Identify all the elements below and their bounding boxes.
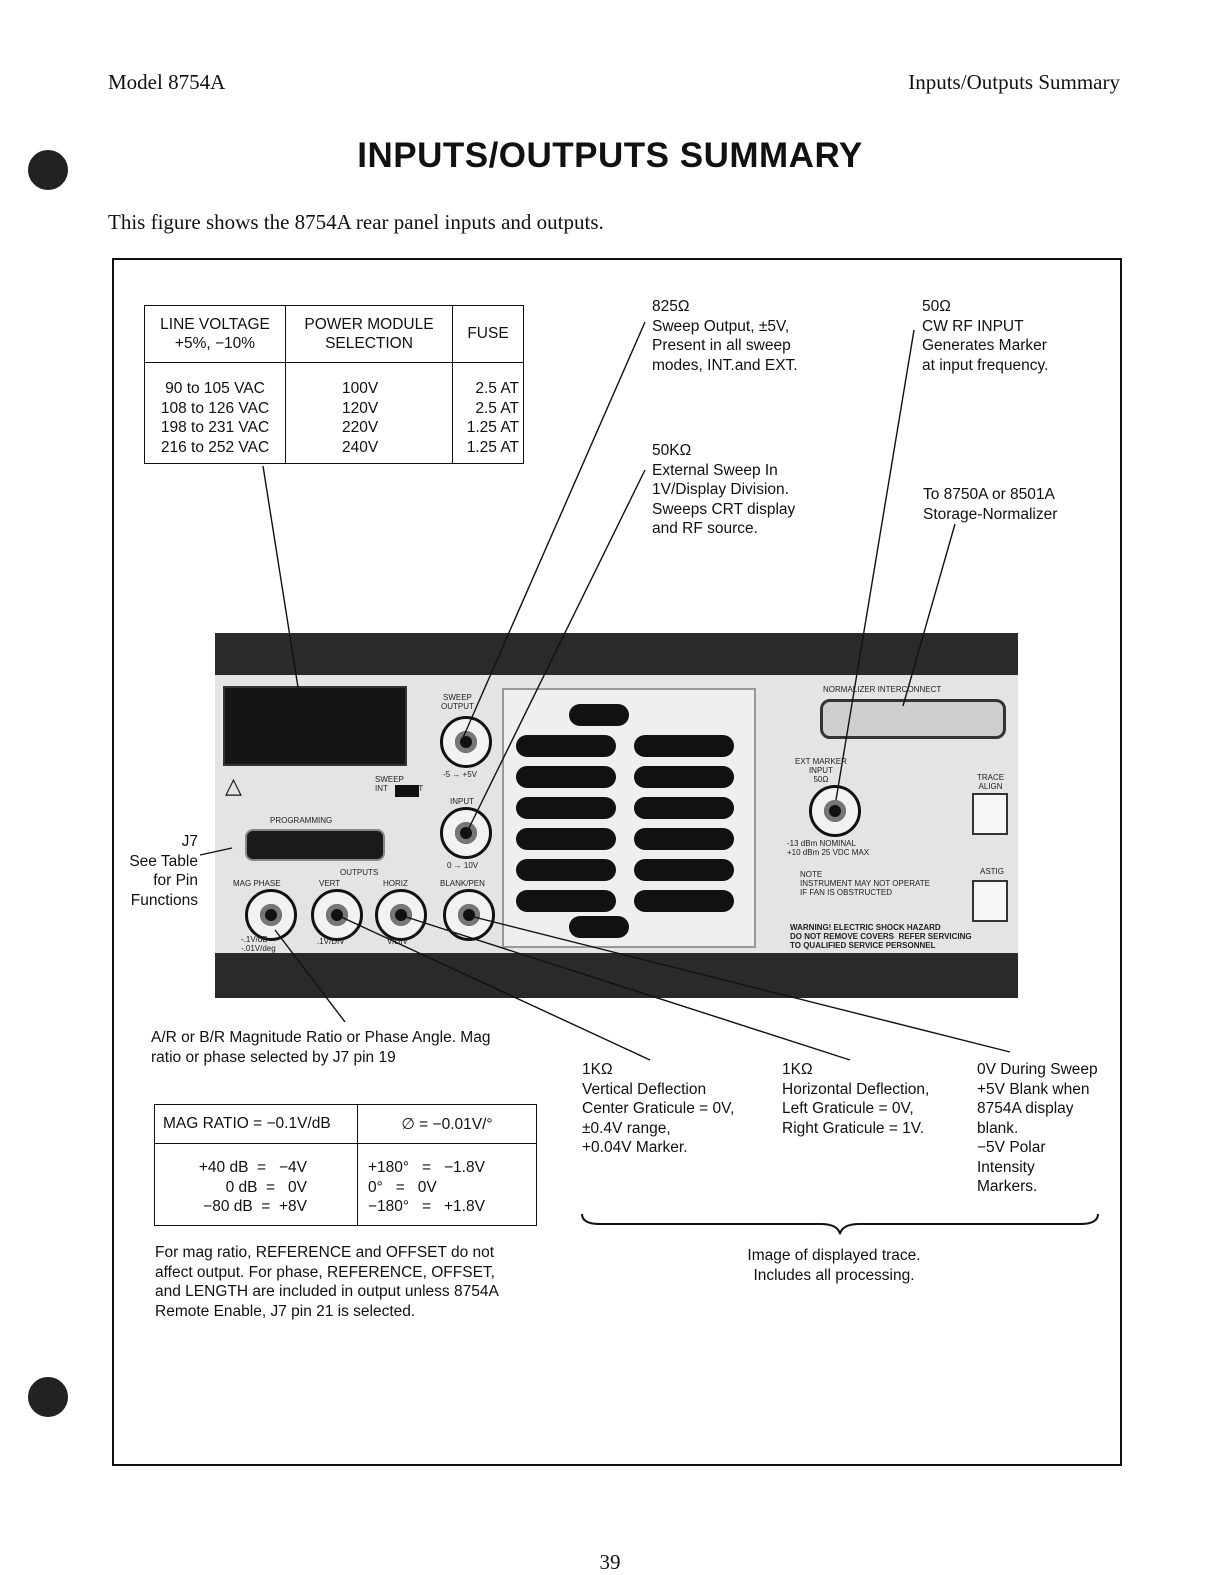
trace-align-adjust[interactable] xyxy=(972,793,1008,835)
normalizer-interconnect-connector[interactable] xyxy=(820,699,1006,739)
mag-table-header-mag: MAG RATIO = −0.1V/dB xyxy=(154,1104,358,1144)
panel-vert-label: VERT xyxy=(319,879,341,888)
mag-phase-connector[interactable] xyxy=(245,889,297,941)
panel-mag-phase-label: MAG PHASE xyxy=(233,879,281,888)
panel-input-range: 0 → 10V xyxy=(447,861,479,870)
page-number: 39 xyxy=(599,1550,621,1574)
astig-adjust[interactable] xyxy=(972,880,1008,922)
panel-outputs-label: OUTPUTS xyxy=(340,868,379,877)
panel-ext-marker-label: EXT MARKER INPUT 50Ω xyxy=(795,757,847,784)
power-module xyxy=(223,686,407,766)
panel-input-label: INPUT xyxy=(450,797,474,806)
callout-trace-note: Image of displayed trace. Includes all p… xyxy=(747,1247,921,1284)
intro-text: This figure shows the 8754A rear panel i… xyxy=(108,210,604,234)
panel-sweep-output-label: SWEEP OUTPUT xyxy=(441,693,474,711)
callout-mag-phase: A/R or B/R Magnitude Ratio or Phase Angl… xyxy=(151,1029,491,1066)
callout-ext-sweep-in: 50KΩ External Sweep In 1V/Display Divisi… xyxy=(652,442,796,537)
callout-sweep-output: 825Ω Sweep Output, ±5V, Present in all s… xyxy=(652,298,798,374)
leader-line-normalizer xyxy=(902,523,956,707)
callout-horizontal: 1KΩ Horizontal Deflection, Left Graticul… xyxy=(782,1061,930,1137)
panel-normalizer-label: NORMALIZER INTERCONNECT xyxy=(823,685,942,694)
sweep-input-connector[interactable] xyxy=(440,807,492,859)
leader-line-vertical xyxy=(336,914,651,1061)
grille-slot xyxy=(634,828,734,850)
ext-marker-input-connector[interactable] xyxy=(809,785,861,837)
leader-line-j7 xyxy=(199,847,233,856)
grille-slot xyxy=(634,766,734,788)
warning-triangle-icon: △ xyxy=(225,773,242,798)
grille-slot xyxy=(634,890,734,912)
footnote-ref-offset: For mag ratio, REFERENCE and OFFSET do n… xyxy=(155,1244,499,1320)
grille-slot xyxy=(516,859,616,881)
grille-slot xyxy=(569,916,629,938)
page-title: INPUTS/OUTPUTS SUMMARY xyxy=(357,136,863,175)
mag-table-mag-values: +40 dB = −4V 0 dB = 0V −80 dB = +8V xyxy=(154,1143,358,1226)
panel-mag-scale: -.1V/dB -.01V/deg xyxy=(241,935,276,953)
line-voltage-table: LINE VOLTAGE +5%, −10% POWER MODULE SELE… xyxy=(144,305,524,464)
callout-j7: J7 See Table for Pin Functions xyxy=(129,833,198,909)
grille-slot xyxy=(516,890,616,912)
outputs-bracket xyxy=(581,1213,1099,1235)
grille-slot xyxy=(569,704,629,726)
lv-voltage-values: 90 to 105 VAC 108 to 126 VAC 198 to 231 … xyxy=(144,362,286,464)
leader-line-blank xyxy=(465,914,1011,1053)
j7-programming-connector[interactable] xyxy=(245,829,385,861)
grille-slot xyxy=(516,797,616,819)
leader-line-horizontal xyxy=(399,914,851,1061)
grille-slot xyxy=(634,797,734,819)
panel-astig-label: ASTIG xyxy=(980,867,1005,876)
sweep-int-ext-switch[interactable] xyxy=(395,785,419,797)
panel-trace-align-label: TRACE ALIGN xyxy=(977,773,1005,791)
panel-horiz-label: HORIZ xyxy=(383,879,408,888)
panel-horiz-scale: V/DIV xyxy=(387,937,408,946)
mag-table-phase-values: +180° = −1.8V 0° = 0V −180° = +1.8V xyxy=(357,1143,537,1226)
grille-slot xyxy=(516,828,616,850)
lv-fuse-values: 2.5 AT 2.5 AT 1.25 AT 1.25 AT xyxy=(452,362,524,464)
leader-line-ext-sweep xyxy=(467,469,646,831)
fan-grille xyxy=(502,688,756,948)
rear-panel-photo: △ SWEEP OUTPUT -5 → +5V SWEEP INT EXT IN… xyxy=(215,633,1018,998)
lv-header-module: POWER MODULE SELECTION xyxy=(285,305,453,363)
panel-bottom-rail xyxy=(215,953,1018,998)
leader-line-cw-rf xyxy=(835,329,915,801)
lv-module-values: 100V 120V 220V 240V xyxy=(285,362,453,464)
callout-normalizer: To 8750A or 8501A Storage-Normalizer xyxy=(923,486,1058,523)
leader-line-power-module xyxy=(262,465,301,701)
binder-hole xyxy=(28,150,68,190)
mag-ratio-table: MAG RATIO = −0.1V/dB ∅ = −0.01V/° +40 dB… xyxy=(154,1104,537,1226)
lv-header-fuse: FUSE xyxy=(452,305,524,363)
mag-table-header-phase: ∅ = −0.01V/° xyxy=(357,1104,537,1144)
leader-line-mag-phase xyxy=(274,929,346,1023)
panel-fan-note: NOTE INSTRUMENT MAY NOT OPERATE IF FAN I… xyxy=(800,870,930,897)
binder-hole xyxy=(28,1377,68,1417)
grille-slot xyxy=(634,735,734,757)
header-model: Model 8754A xyxy=(108,70,226,94)
panel-vert-scale: .1V/DIV xyxy=(317,937,345,946)
figure-frame xyxy=(112,258,1122,1466)
callout-cw-rf-input: 50Ω CW RF INPUT Generates Marker at inpu… xyxy=(922,298,1049,374)
panel-programming-label: PROGRAMMING xyxy=(270,816,333,825)
sweep-output-connector[interactable] xyxy=(440,716,492,768)
header-section: Inputs/Outputs Summary xyxy=(908,70,1120,94)
panel-blank-pen-label: BLANK/PEN xyxy=(440,879,485,888)
grille-slot xyxy=(634,859,734,881)
callout-vertical: 1KΩ Vertical Deflection Center Graticule… xyxy=(582,1061,735,1156)
leader-line-sweep-output xyxy=(461,321,646,741)
panel-warning: WARNING! ELECTRIC SHOCK HAZARD DO NOT RE… xyxy=(790,923,972,950)
grille-slot xyxy=(516,735,616,757)
panel-top-rail xyxy=(215,633,1018,675)
panel-sweep-range: -5 → +5V xyxy=(443,770,478,779)
grille-slot xyxy=(516,766,616,788)
callout-blank: 0V During Sweep +5V Blank when 8754A dis… xyxy=(977,1061,1098,1195)
panel-marker-level: -13 dBm NOMINAL +10 dBm 25 VDC MAX xyxy=(787,839,870,857)
